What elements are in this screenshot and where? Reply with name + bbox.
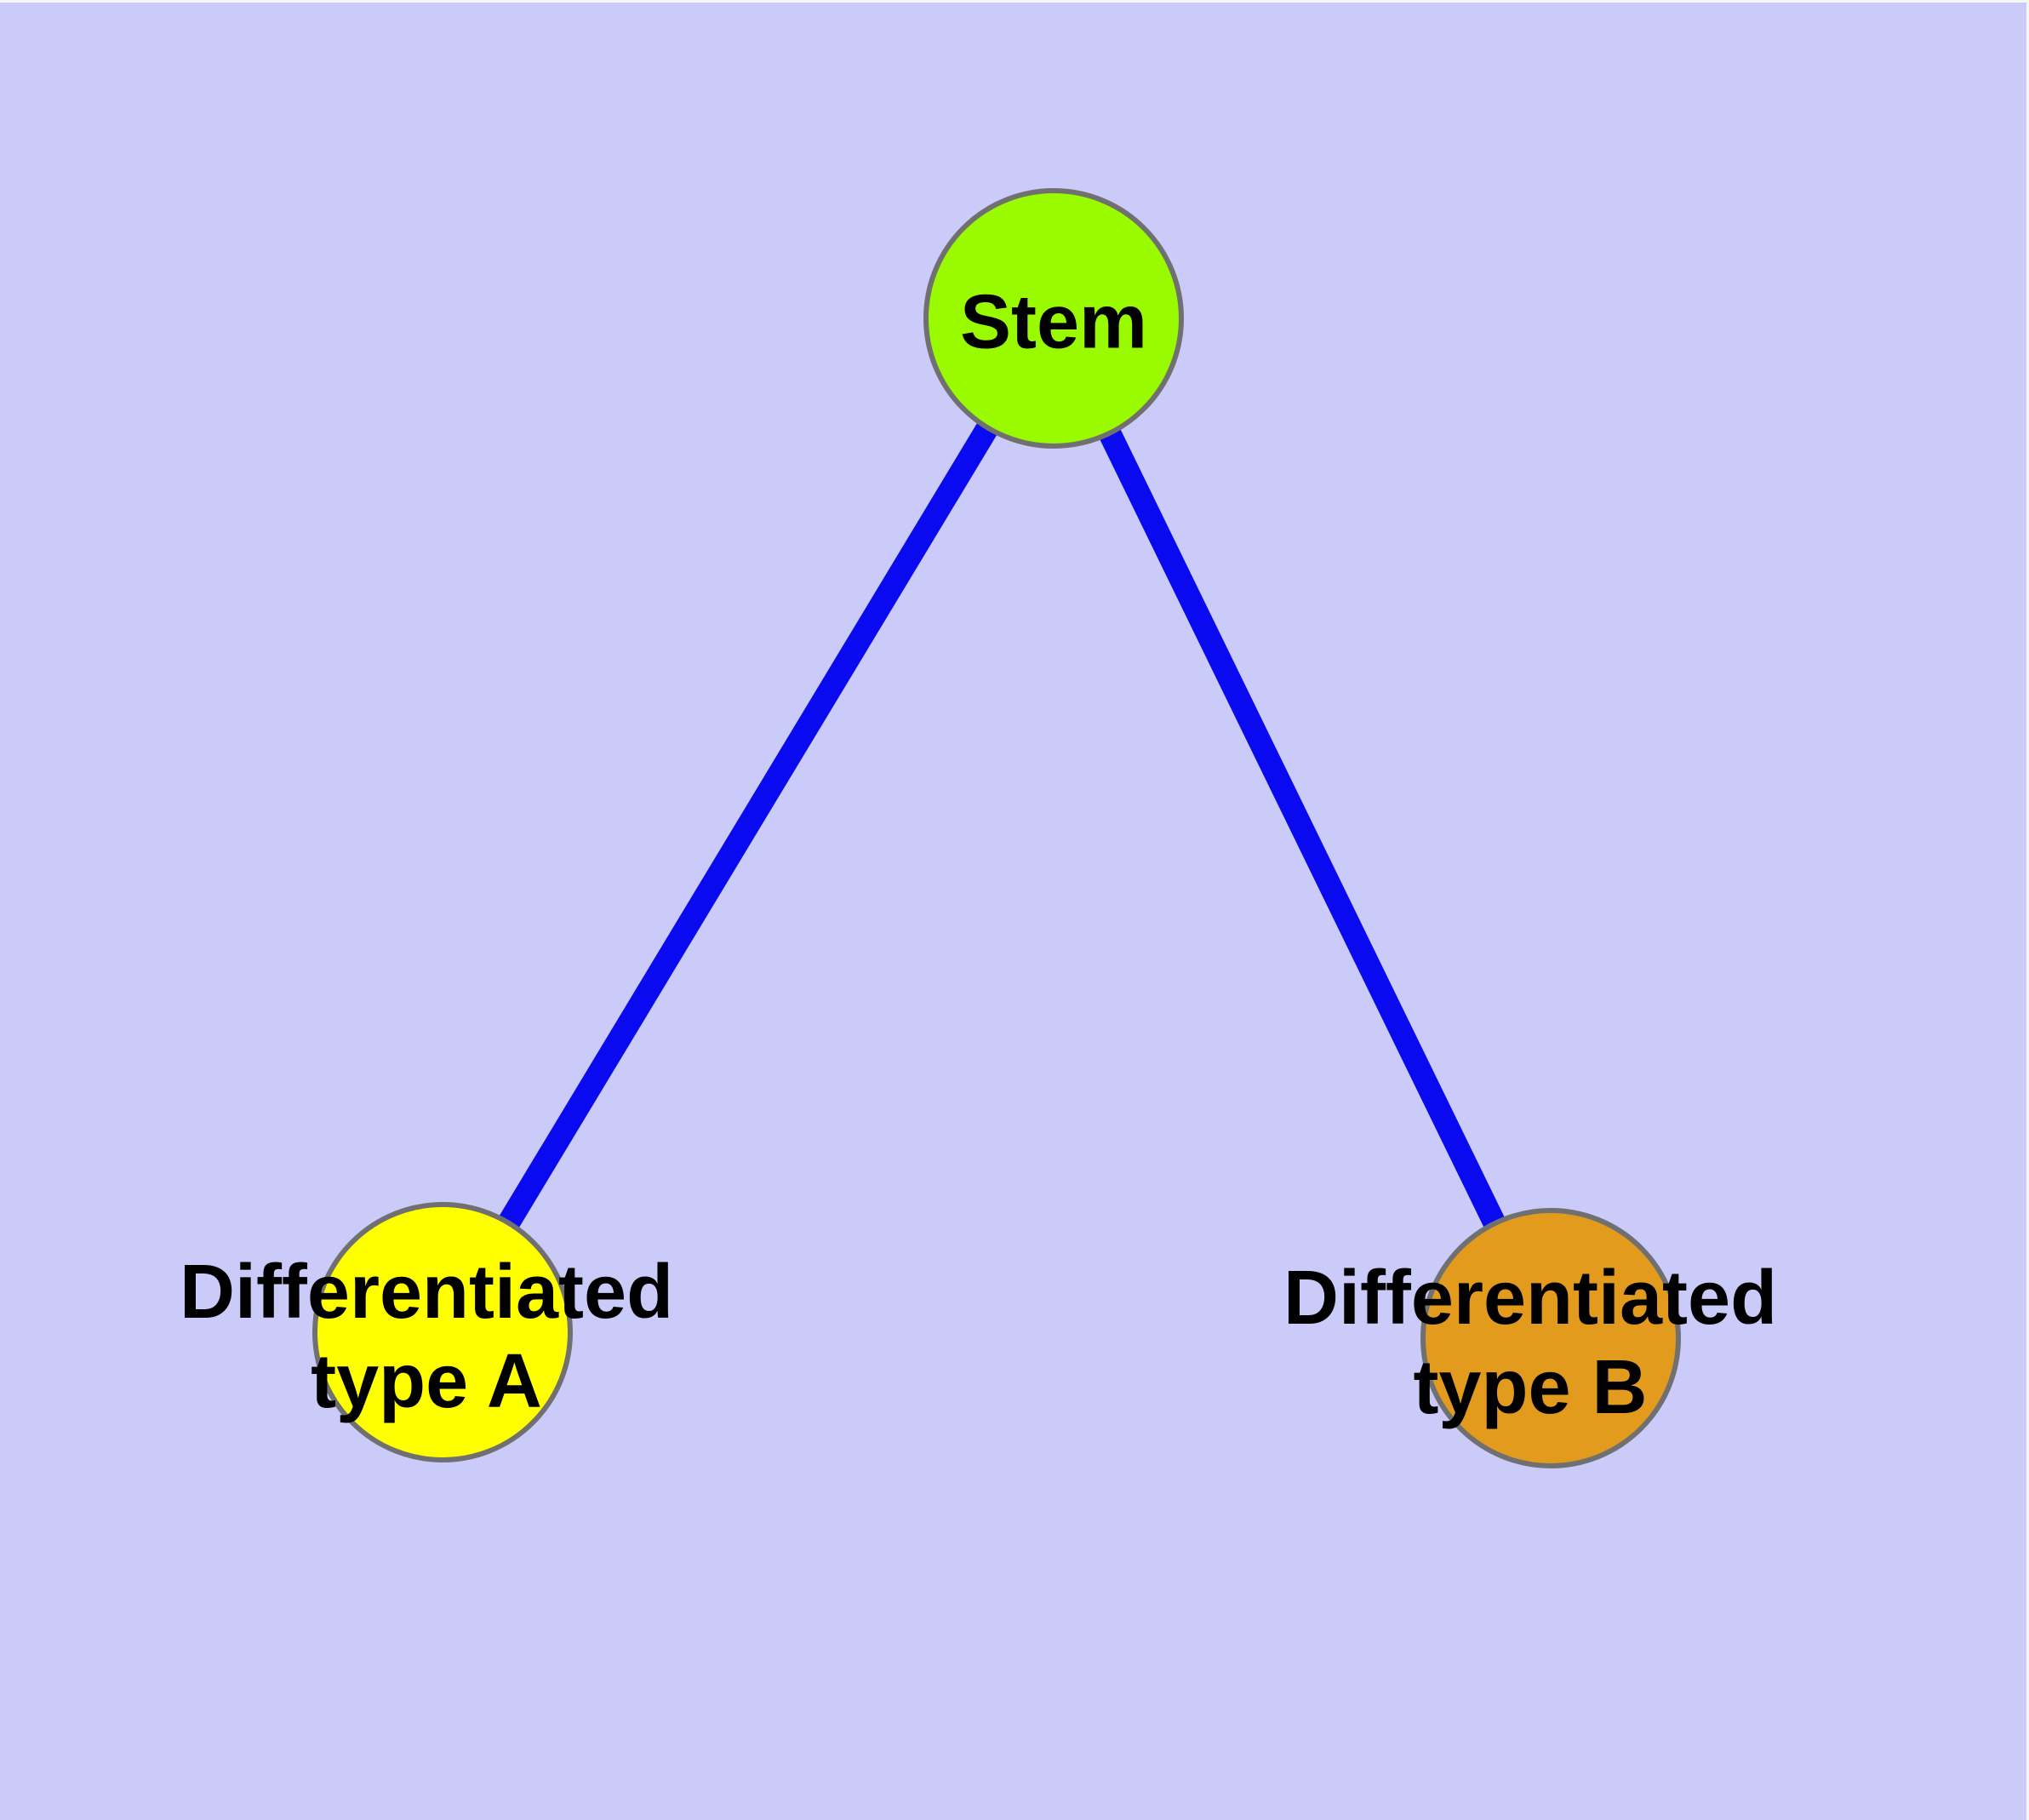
canvas-right-border — [2026, 0, 2029, 1820]
edge-stem-to-type-a — [432, 312, 1064, 1338]
node-type-a-label: Differentiated type A — [179, 1250, 674, 1424]
edge-stem-to-type-b — [1043, 313, 1562, 1343]
node-stem-circle — [923, 188, 1184, 449]
node-type-b-label: Differentiated type B — [1283, 1256, 1778, 1430]
node-stem-label: Stem — [959, 279, 1148, 365]
node-type-b-circle — [1420, 1208, 1681, 1468]
canvas-top-border — [0, 0, 2029, 3]
node-type-a-circle — [312, 1202, 573, 1462]
